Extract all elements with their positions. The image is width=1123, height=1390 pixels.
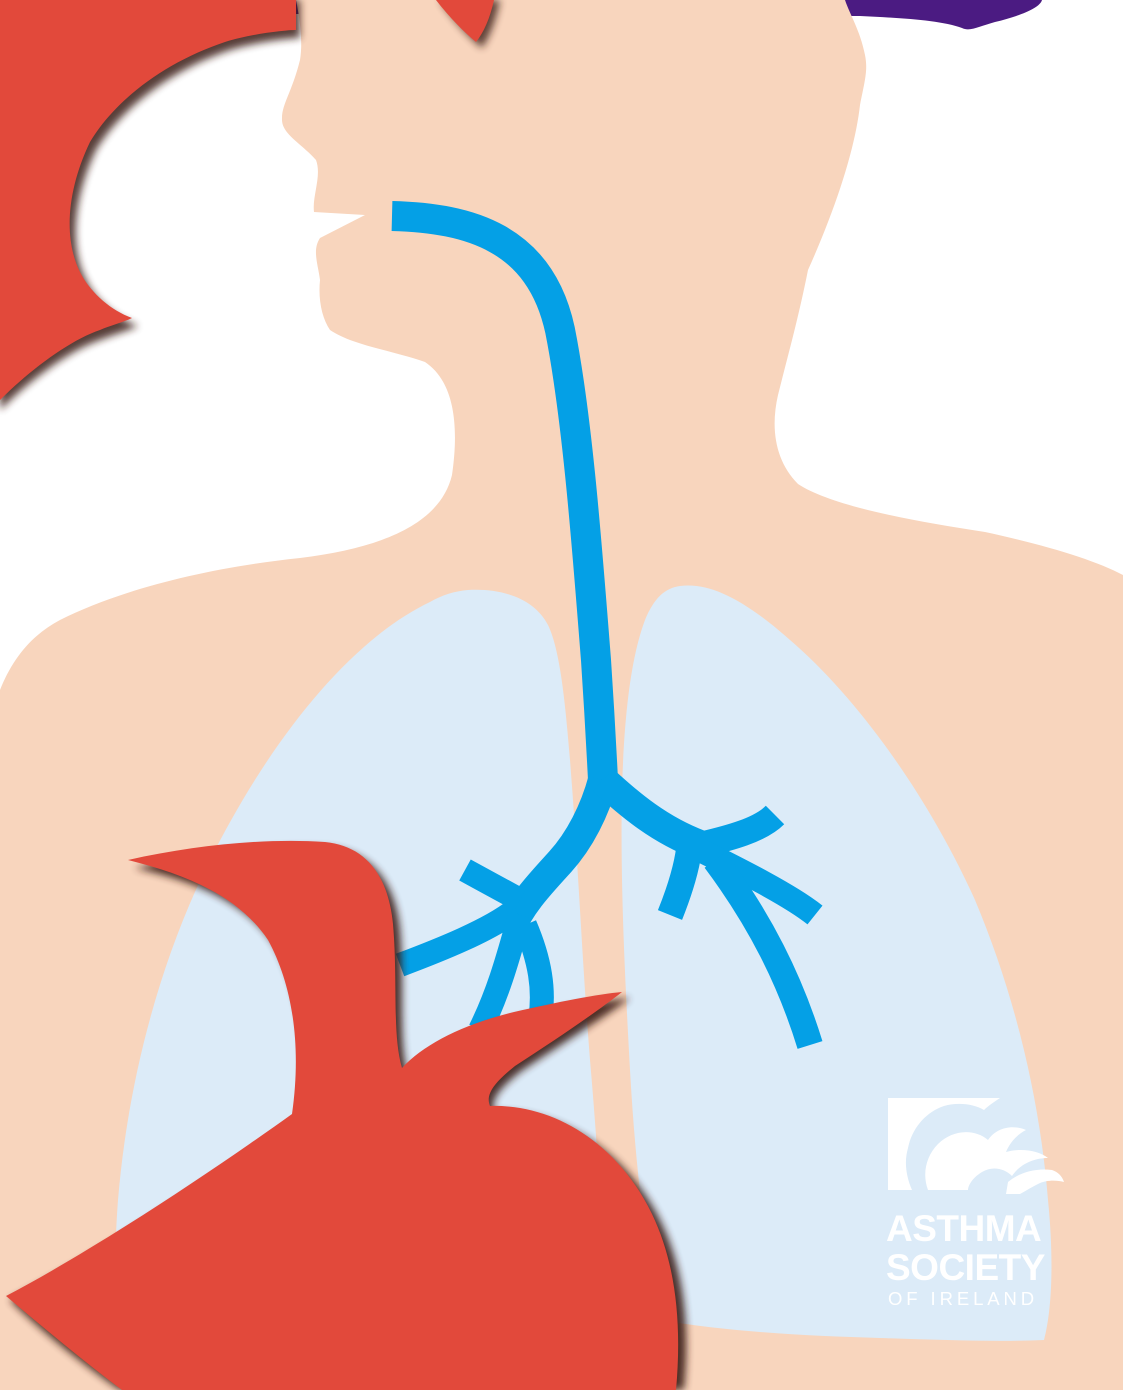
asthma-society-logo: ASTHMA SOCIETY OF IRELAND <box>886 1098 1066 1318</box>
cloud-bird-icon <box>888 1098 1064 1194</box>
logo-text-of-ireland: OF IRELAND <box>888 1290 1038 1309</box>
logo-text-asthma: ASTHMA <box>886 1210 1041 1247</box>
logo-text-society: SOCIETY <box>886 1249 1045 1286</box>
